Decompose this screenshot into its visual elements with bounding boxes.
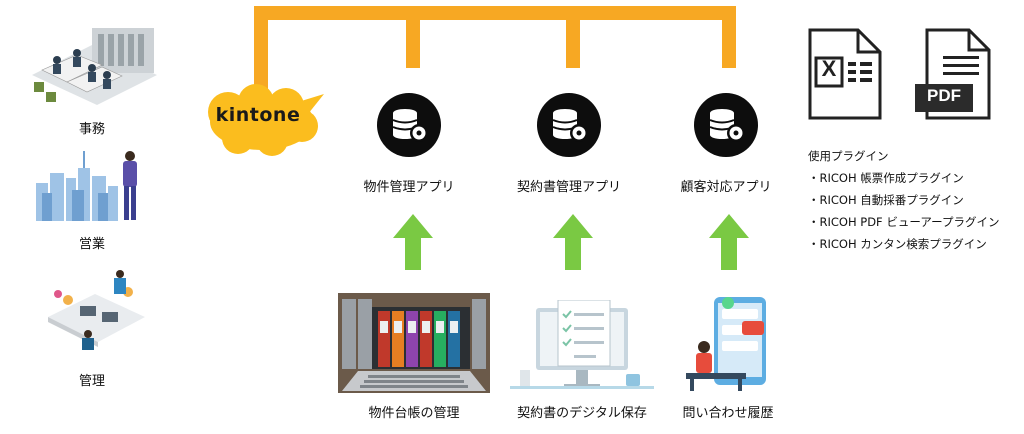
excel-file-icon: X (806, 28, 884, 120)
digital-document-monitor-illustration (506, 299, 658, 392)
source-label-ledger: 物件台帳の管理 (368, 406, 460, 421)
app-label-customer: 顧客対応アプリ (680, 180, 772, 195)
pdf-label: PDF (927, 86, 961, 105)
inquiry-history-illustration (680, 293, 776, 393)
excel-letter: X (821, 56, 837, 81)
up-arrow-icon (709, 214, 749, 270)
kintone-cloud: kintone (198, 80, 328, 160)
binders-laptop-illustration (338, 293, 490, 393)
role-sales-illustration (32, 148, 152, 223)
role-label-office: 事務 (78, 122, 105, 137)
database-gear-icon (694, 93, 758, 157)
connector-bus-top (254, 6, 736, 20)
database-gear-icon (537, 93, 601, 157)
pdf-file-icon: PDF (913, 28, 991, 120)
plugin-item: ・RICOH 自動採番プラグイン (808, 193, 964, 207)
up-arrow-icon (393, 214, 433, 270)
up-arrow-icon (553, 214, 593, 270)
plugin-item: ・RICOH PDF ビューアープラグイン (808, 215, 1000, 229)
role-admin-illustration (40, 262, 150, 352)
role-office-illustration (22, 20, 162, 110)
connector-app-3 (722, 6, 736, 68)
connector-kintone (254, 6, 268, 96)
app-label-contract: 契約書管理アプリ (516, 180, 621, 195)
source-label-contract-storage: 契約書のデジタル保存 (517, 406, 647, 421)
connector-app-1 (406, 6, 420, 68)
connector-app-2 (566, 6, 580, 68)
role-label-sales: 営業 (78, 237, 105, 252)
database-gear-icon (377, 93, 441, 157)
plugin-item: ・RICOH カンタン検索プラグイン (808, 237, 987, 251)
plugin-list: 使用プラグイン ・RICOH 帳票作成プラグイン ・RICOH 自動採番プラグイ… (808, 145, 1000, 255)
kintone-logo-text: kintone (215, 104, 301, 126)
app-label-property: 物件管理アプリ (363, 180, 455, 195)
plugin-list-heading: 使用プラグイン (808, 149, 889, 163)
role-label-admin: 管理 (78, 374, 105, 389)
source-label-inquiry-history: 問い合わせ履歴 (682, 406, 774, 421)
plugin-item: ・RICOH 帳票作成プラグイン (808, 171, 964, 185)
